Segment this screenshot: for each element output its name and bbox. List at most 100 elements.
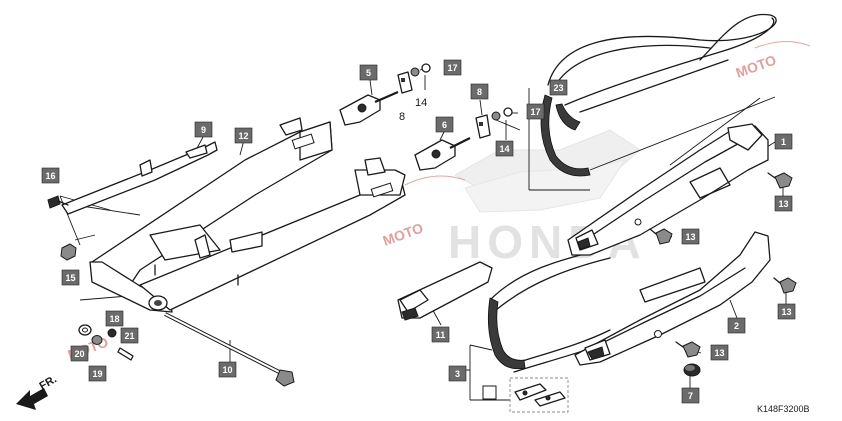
master-link-set	[482, 377, 569, 413]
part-label-8: 8	[470, 83, 489, 100]
part-label-13b: 13	[681, 228, 700, 245]
part-label-6: 6	[435, 116, 454, 133]
part-label-text: 13	[778, 199, 788, 209]
watermark-site-2: MOTO	[734, 51, 779, 80]
part-label-box	[359, 64, 378, 81]
part-label-text: 20	[74, 349, 84, 359]
swingarm	[89, 117, 406, 313]
chain-slider-11	[397, 261, 493, 321]
part-label-box	[470, 83, 489, 100]
chain-adjuster-6	[414, 107, 513, 171]
part-label-text: 18	[109, 314, 119, 324]
pivot-bolt-10	[164, 312, 295, 387]
cap-7	[683, 363, 701, 377]
part-label-14: 14	[495, 140, 514, 157]
part-label-9: 9	[194, 121, 213, 138]
part-label-text: 17	[530, 107, 540, 117]
part-label-box	[443, 59, 462, 76]
part-label-box	[774, 195, 793, 212]
part-label-text: 17	[447, 63, 457, 73]
part-label-text: 1	[781, 137, 786, 147]
part-label-box	[777, 303, 796, 320]
part-label-text: 14	[499, 144, 509, 154]
part-label-17b: 17	[526, 103, 545, 120]
reference-line	[589, 96, 776, 171]
part-label-box	[218, 361, 237, 378]
drive-chain	[487, 13, 777, 373]
part-label-3: 3	[448, 365, 467, 382]
part-label-box	[70, 345, 89, 362]
part-label-box	[681, 387, 700, 404]
part-label-text: 12	[238, 131, 248, 141]
front-direction-arrow: FR.	[16, 373, 59, 410]
chain-adjuster-5	[339, 63, 431, 126]
part-label-box	[41, 167, 60, 184]
part-label-1: 1	[774, 133, 793, 150]
part-label-21: 21	[120, 327, 139, 344]
part-label-11: 11	[431, 326, 450, 343]
part-label-box	[61, 269, 80, 286]
part-label-box	[526, 103, 545, 120]
part-label-box	[105, 310, 124, 327]
part-label-text: 5	[366, 68, 371, 78]
part-label-23: 23	[549, 79, 568, 96]
part-label-text: 2	[734, 321, 739, 331]
part-label-text: 15	[65, 273, 75, 283]
part-label-text: 8	[477, 87, 482, 97]
chain-case-upper	[567, 123, 769, 256]
part-label-box	[435, 116, 454, 133]
part-label-text: 16	[45, 171, 55, 181]
part-label-10: 10	[218, 361, 237, 378]
part-label-box	[710, 344, 729, 361]
part-label-15: 15	[61, 269, 80, 286]
part-label-text: 19	[92, 369, 102, 379]
drawing-code: K148F3200B	[757, 404, 810, 414]
bolts-13	[649, 172, 797, 358]
label-plain-14: 14	[415, 97, 427, 109]
part-label-box	[234, 127, 253, 144]
watermark-swoosh-1	[404, 175, 466, 186]
small-parts	[78, 324, 134, 361]
part-label-text: 10	[222, 365, 232, 375]
part-label-7: 7	[681, 387, 700, 404]
part-label-text: 6	[442, 120, 447, 130]
part-label-20: 20	[70, 345, 89, 362]
part-label-box	[88, 365, 107, 382]
part-label-text: 9	[201, 125, 206, 135]
part-label-13c: 13	[777, 303, 796, 320]
part-labels: 1235678910111213131313141516171718192021…	[41, 59, 796, 404]
part-label-text: 21	[124, 331, 134, 341]
chain-case-lower	[574, 231, 771, 366]
nut-15	[60, 243, 77, 261]
bolt-16	[47, 195, 69, 209]
part-label-box	[549, 79, 568, 96]
part-label-13d: 13	[710, 344, 729, 361]
part-label-box	[495, 140, 514, 157]
part-label-text: 7	[688, 391, 693, 401]
part-label-12: 12	[234, 127, 253, 144]
part-label-box	[681, 228, 700, 245]
part-label-18: 18	[105, 310, 124, 327]
part-label-13a: 13	[774, 195, 793, 212]
part-label-text: 23	[553, 83, 563, 93]
front-direction-label: FR.	[38, 373, 59, 392]
part-label-text: 13	[714, 348, 724, 358]
part-label-text: 11	[436, 330, 446, 340]
part-label-17a: 17	[443, 59, 462, 76]
part-label-text: 3	[455, 369, 460, 379]
part-label-2: 2	[727, 317, 746, 334]
label-plain-8: 8	[399, 111, 405, 123]
part-label-box	[431, 326, 450, 343]
watermark-swoosh-2	[754, 41, 811, 49]
part-label-19: 19	[88, 365, 107, 382]
chain-adjust-arm	[61, 141, 218, 215]
part-label-box	[194, 121, 213, 138]
part-label-box	[774, 133, 793, 150]
part-label-box	[448, 365, 467, 382]
part-label-text: 13	[781, 307, 791, 317]
part-label-box	[120, 327, 139, 344]
watermark-site-1: MOTO	[381, 219, 426, 248]
part-label-16: 16	[41, 167, 60, 184]
